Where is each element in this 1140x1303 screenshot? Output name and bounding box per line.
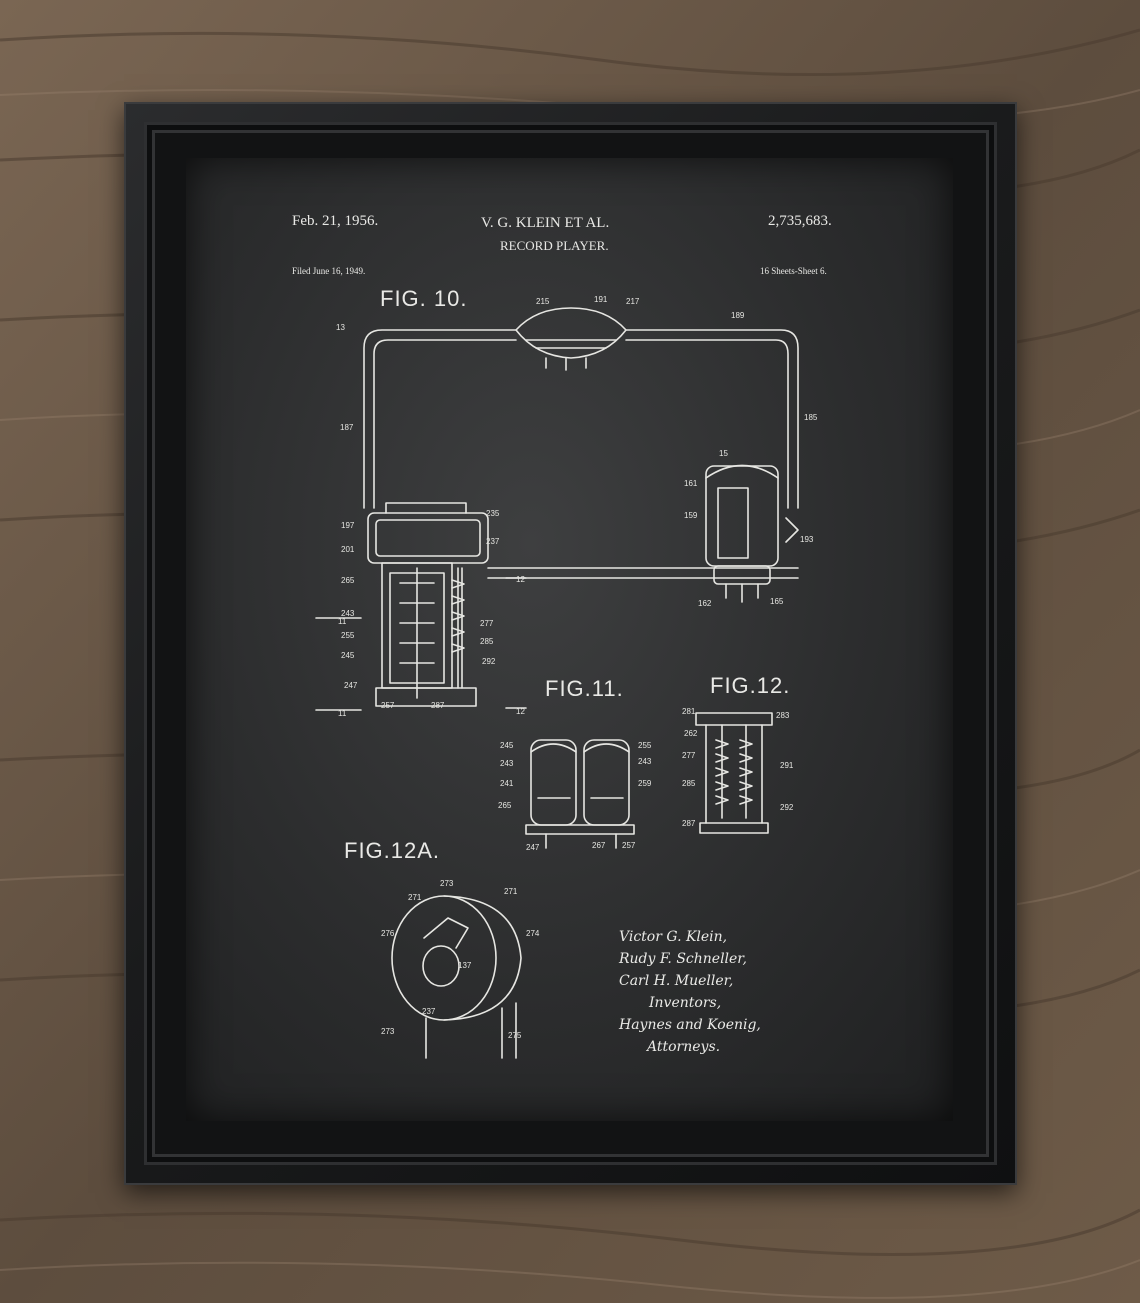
svg-text:265: 265 bbox=[498, 801, 512, 810]
svg-text:197: 197 bbox=[341, 521, 355, 530]
patent-inventor-header: V. G. KLEIN ET AL. bbox=[481, 215, 610, 231]
svg-text:281: 281 bbox=[682, 707, 696, 716]
svg-text:283: 283 bbox=[776, 711, 790, 720]
svg-text:255: 255 bbox=[638, 741, 652, 750]
fig-11-label: FIG.11. bbox=[545, 676, 624, 701]
svg-text:257: 257 bbox=[381, 701, 395, 710]
svg-text:285: 285 bbox=[682, 779, 696, 788]
svg-text:262: 262 bbox=[684, 729, 698, 738]
patent-filed-date: Filed June 16, 1949. bbox=[292, 266, 366, 276]
svg-text:274: 274 bbox=[526, 929, 540, 938]
svg-text:243: 243 bbox=[500, 759, 514, 768]
svg-text:271: 271 bbox=[408, 893, 422, 902]
fig-12a-label: FIG.12A. bbox=[344, 838, 441, 863]
svg-text:292: 292 bbox=[780, 803, 794, 812]
svg-text:247: 247 bbox=[344, 681, 358, 690]
svg-text:292: 292 bbox=[482, 657, 496, 666]
svg-text:275: 275 bbox=[508, 1031, 522, 1040]
svg-text:259: 259 bbox=[638, 779, 652, 788]
svg-text:245: 245 bbox=[500, 741, 514, 750]
patent-drawing: 215 191 217 189 13 185 187 15 161 159 193 162 16… bbox=[315, 295, 818, 1059]
svg-text:243: 243 bbox=[638, 757, 652, 766]
svg-text:185: 185 bbox=[804, 413, 818, 422]
fig-12a-drawing bbox=[391, 895, 522, 1059]
signature-line-4: Inventors, bbox=[649, 995, 722, 1011]
svg-text:287: 287 bbox=[431, 701, 445, 710]
svg-text:162: 162 bbox=[698, 599, 712, 608]
svg-text:271: 271 bbox=[504, 887, 518, 896]
svg-text:257: 257 bbox=[622, 841, 636, 850]
signature-line-5: Haynes and Koenig, bbox=[619, 1017, 761, 1033]
svg-text:276: 276 bbox=[381, 929, 395, 938]
fig-10-label: FIG. 10. bbox=[380, 286, 468, 311]
patent-title: RECORD PLAYER. bbox=[500, 238, 609, 253]
chalkboard-print: Feb. 21, 1956. V. G. KLEIN ET AL. 2,735,… bbox=[186, 158, 953, 1121]
svg-text:191: 191 bbox=[594, 295, 608, 304]
svg-text:187: 187 bbox=[340, 423, 354, 432]
svg-text:11: 11 bbox=[338, 617, 347, 626]
svg-text:13: 13 bbox=[336, 323, 345, 332]
patent-number: 2,735,683. bbox=[768, 213, 832, 229]
svg-text:245: 245 bbox=[341, 651, 355, 660]
svg-text:273: 273 bbox=[440, 879, 454, 888]
svg-text:255: 255 bbox=[341, 631, 355, 640]
signature-line-6: Attorneys. bbox=[647, 1039, 721, 1055]
patent-date: Feb. 21, 1956. bbox=[292, 213, 379, 229]
svg-text:189: 189 bbox=[731, 311, 745, 320]
fig-10-drawing bbox=[315, 307, 799, 711]
svg-text:247: 247 bbox=[526, 843, 540, 852]
svg-text:235: 235 bbox=[486, 509, 500, 518]
signature-line-2: Rudy F. Schneller, bbox=[619, 951, 747, 967]
svg-text:237: 237 bbox=[486, 537, 500, 546]
svg-text:287: 287 bbox=[682, 819, 696, 828]
svg-text:161: 161 bbox=[684, 479, 698, 488]
svg-text:277: 277 bbox=[480, 619, 494, 628]
svg-text:15: 15 bbox=[719, 449, 728, 458]
svg-text:215: 215 bbox=[536, 297, 550, 306]
patent-sheet-count: 16 Sheets-Sheet 6. bbox=[760, 266, 827, 276]
svg-text:217: 217 bbox=[626, 297, 640, 306]
inventor-signature-block: Victor G. Klein, Rudy F. Schneller, Carl… bbox=[619, 926, 761, 1058]
svg-text:12: 12 bbox=[516, 707, 525, 716]
svg-text:137: 137 bbox=[458, 961, 472, 970]
svg-text:285: 285 bbox=[480, 637, 494, 646]
svg-text:11: 11 bbox=[338, 709, 347, 718]
svg-text:193: 193 bbox=[800, 535, 814, 544]
fig-12-label: FIG.12. bbox=[710, 673, 791, 698]
svg-text:267: 267 bbox=[592, 841, 606, 850]
svg-text:201: 201 bbox=[341, 545, 355, 554]
svg-text:277: 277 bbox=[682, 751, 696, 760]
fig-11-drawing bbox=[525, 739, 635, 849]
fig-12-drawing bbox=[695, 712, 773, 834]
svg-text:243: 243 bbox=[341, 609, 355, 618]
signature-line-3: Carl H. Mueller, bbox=[619, 973, 734, 989]
svg-text:237: 237 bbox=[422, 1007, 436, 1016]
svg-text:159: 159 bbox=[684, 511, 698, 520]
svg-text:165: 165 bbox=[770, 597, 784, 606]
svg-text:291: 291 bbox=[780, 761, 794, 770]
svg-text:273: 273 bbox=[381, 1027, 395, 1036]
svg-text:265: 265 bbox=[341, 576, 355, 585]
svg-text:241: 241 bbox=[500, 779, 514, 788]
signature-line-1: Victor G. Klein, bbox=[619, 929, 728, 945]
svg-text:12: 12 bbox=[516, 575, 525, 584]
